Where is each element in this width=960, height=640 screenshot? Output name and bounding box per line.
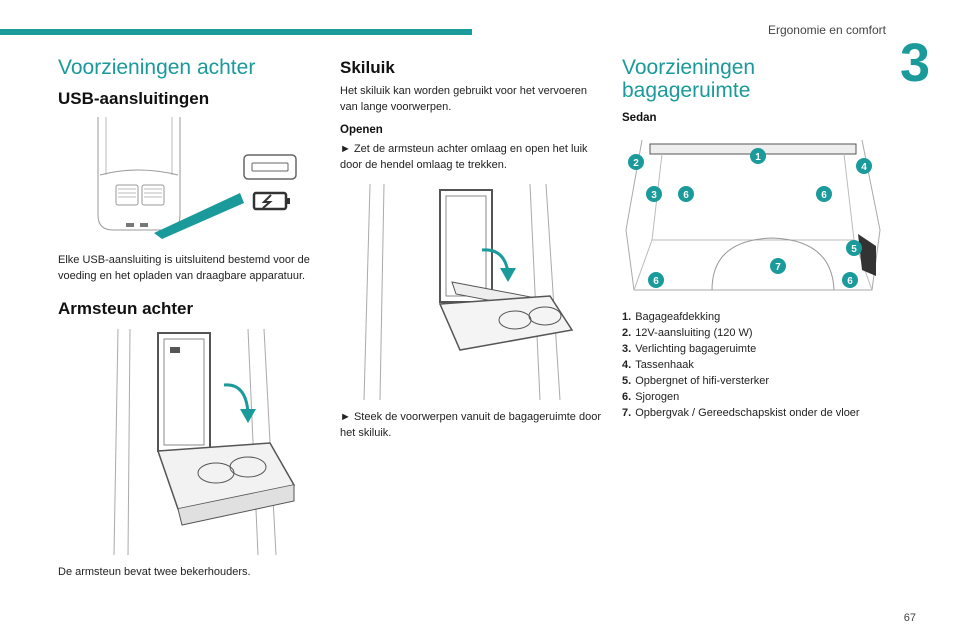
marker-6: 6 xyxy=(678,186,694,203)
chapter-number: 3 xyxy=(900,33,931,93)
svg-text:2: 2 xyxy=(633,158,639,169)
column-boot-features: Voorzieningen bagageruimte Sedan 1 2 3 4… xyxy=(622,56,884,422)
column-rear-features: Voorzieningen achter USB-aansluitingen E… xyxy=(58,56,320,587)
svg-text:5: 5 xyxy=(851,244,857,255)
marker-1: 1 xyxy=(750,148,766,165)
heading-sedan: Sedan xyxy=(622,112,657,125)
heading-armrest: Armsteun achter xyxy=(58,298,194,318)
svg-text:1: 1 xyxy=(755,152,761,163)
legend-item: 7.Opbergvak / Gereedschapskist onder de … xyxy=(622,406,860,419)
marker-7: 7 xyxy=(770,258,786,275)
ski-hatch-step-2: ► Steek de voorwerpen vanuit de bagageru… xyxy=(340,410,601,439)
svg-text:4: 4 xyxy=(861,162,867,173)
heading-ski-hatch: Skiluik xyxy=(340,58,395,77)
ski-hatch-intro: Het skiluik kan worden gebruikt voor het… xyxy=(340,85,588,113)
marker-6: 6 xyxy=(842,272,858,289)
ski-hatch-drawing xyxy=(363,183,574,400)
column-ski-hatch: Skiluik Het skiluik kan worden gebruikt … xyxy=(340,56,602,448)
ski-hatch-step-1: ► Zet de armsteun achter omlaag en open … xyxy=(340,142,588,171)
marker-3: 3 xyxy=(646,186,662,203)
usb-description: Elke USB-aansluiting is uitsluitend best… xyxy=(58,254,310,283)
section-title-boot: Voorzieningen bagageruimte xyxy=(622,56,756,103)
svg-text:7: 7 xyxy=(775,262,781,273)
header-accent-bar xyxy=(0,29,472,35)
page-number: 67 xyxy=(903,612,916,624)
heading-open: Openen xyxy=(340,123,383,136)
marker-4: 4 xyxy=(856,158,872,175)
legend-item: 1.Bagageafdekking xyxy=(622,311,721,324)
svg-text:6: 6 xyxy=(653,276,659,287)
usb-ports-drawing xyxy=(97,117,297,240)
ski-hatch-illustration xyxy=(340,179,602,402)
legend-item: 5.Opbergnet of hifi-versterker xyxy=(622,374,770,387)
armrest-description: De armsteun bevat twee bekerhouders. xyxy=(58,565,251,578)
svg-text:3: 3 xyxy=(651,190,657,201)
marker-2: 2 xyxy=(628,154,644,171)
armrest-drawing xyxy=(113,328,296,555)
usb-illustration xyxy=(58,115,320,246)
legend-item: 6.Sjorogen xyxy=(622,390,680,403)
running-header: Ergonomie en comfort xyxy=(767,23,886,37)
legend-item: 2.12V-aansluiting (120 W) xyxy=(622,327,753,340)
svg-text:6: 6 xyxy=(847,276,853,287)
marker-6: 6 xyxy=(648,272,664,289)
section-title-rear: Voorzieningen achter xyxy=(58,56,256,79)
boot-drawing: 1 2 3 4 5 6 6 6 6 7 xyxy=(625,140,881,291)
svg-text:6: 6 xyxy=(821,190,827,201)
legend-item: 3.Verlichting bagageruimte xyxy=(622,343,757,356)
marker-6: 6 xyxy=(816,186,832,203)
armrest-illustration xyxy=(58,324,320,557)
heading-usb: USB-aansluitingen xyxy=(58,89,210,109)
svg-text:6: 6 xyxy=(683,190,689,201)
legend-item: 4.Tassenhaak xyxy=(622,359,694,371)
boot-legend: 1.Bagageafdekking 2.12V-aansluiting (120… xyxy=(622,310,884,422)
boot-illustration: 1 2 3 4 5 6 6 6 6 7 xyxy=(622,130,884,303)
marker-5: 5 xyxy=(846,240,862,257)
boot-markers: 1 2 3 4 5 6 6 6 6 7 xyxy=(628,148,872,289)
